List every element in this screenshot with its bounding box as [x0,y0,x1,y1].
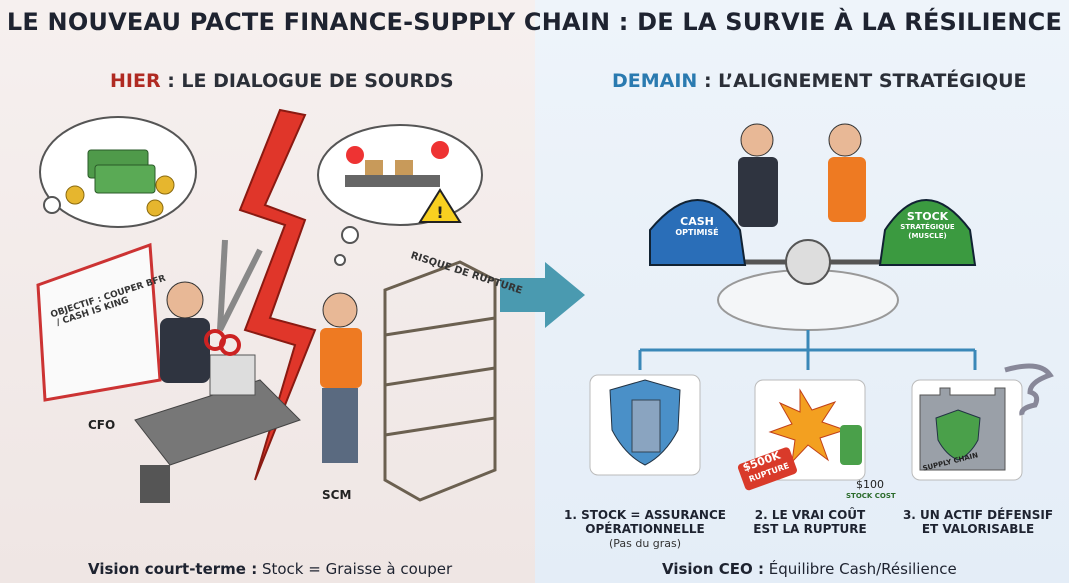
weight-right-line-2: STRATÉGIQUE [900,223,955,231]
fortress-icon [911,379,1023,481]
cfo-label: CFO [88,418,116,432]
weight-right-line-1: STOCK [906,210,949,223]
page-title: LE NOUVEAU PACTE FINANCE-SUPPLY CHAIN : … [6,8,1063,36]
tile-2-caption: 2. LE VRAI COÛT EST LA RUPTURE [730,508,890,536]
left-heading-rest: : LE DIALOGUE DE SOURDS [160,70,454,92]
right-footer-rest: Équilibre Cash/Résilience [764,560,957,578]
coin-value: $100 [856,478,884,491]
tile-1-caption-line-1: 1. STOCK = ASSURANCE [564,508,726,522]
left-heading-key: HIER [110,70,161,92]
weight-left-line-2: OPTIMISÉ [675,228,719,237]
tile-3-caption: 3. UN ACTIF DÉFENSIF ET VALORISABLE [893,508,1063,536]
svg-text:!: ! [436,203,443,222]
left-footer-rest: Stock = Graisse à couper [257,560,453,578]
scissors-icon [204,239,263,356]
cfo-monitor [36,242,162,402]
left-footer: Vision court-terme : Stock = Graisse à c… [88,560,452,578]
handshake-figures [738,123,866,227]
empty-shelf [383,260,497,502]
tile-1-caption-line-2: OPÉRATIONNELLE [585,522,705,536]
scm-figure [320,292,362,463]
right-heading-key: DEMAIN [612,70,698,92]
arrow-right-icon [500,262,585,328]
tile-1-sub: (Pas du gras) [608,537,682,550]
weight-right-line-3: (MUSCLE) [908,232,947,240]
cfo-figure [160,281,210,383]
balance-scale-icon [649,199,977,331]
scm-label: SCM [322,488,352,502]
explosion-icon [737,379,866,491]
coin-caption: STOCK COST [846,492,896,500]
tile-3-caption-line-2: ET VALORISABLE [921,522,1035,536]
tile-2-caption-line-2: EST LA RUPTURE [753,522,867,536]
tile-2-caption-line-1: 2. LE VRAI COÛT [754,508,866,522]
weight-left-line-1: CASH [680,215,714,228]
left-footer-bold: Vision court-terme : [88,560,258,578]
right-footer: Vision CEO : Équilibre Cash/Résilience [662,560,957,578]
money-cloud-icon [39,116,197,228]
muscle-shield-icon [589,374,701,476]
right-heading-rest: : L’ALIGNEMENT STRATÉGIQUE [697,70,1027,92]
right-footer-bold: Vision CEO : [662,560,764,578]
tile-1-caption: 1. STOCK = ASSURANCE OPÉRATIONNELLE [560,508,730,536]
left-heading: HIER : LE DIALOGUE DE SOURDS [110,70,454,92]
tile-3-caption-line-1: 3. UN ACTIF DÉFENSIF [902,508,1054,522]
connector-lines [638,330,977,370]
tornado-icon [1004,363,1054,416]
right-heading: DEMAIN : L’ALIGNEMENT STRATÉGIQUE [612,70,1027,92]
factory-alert-cloud-icon: ! [317,124,483,266]
